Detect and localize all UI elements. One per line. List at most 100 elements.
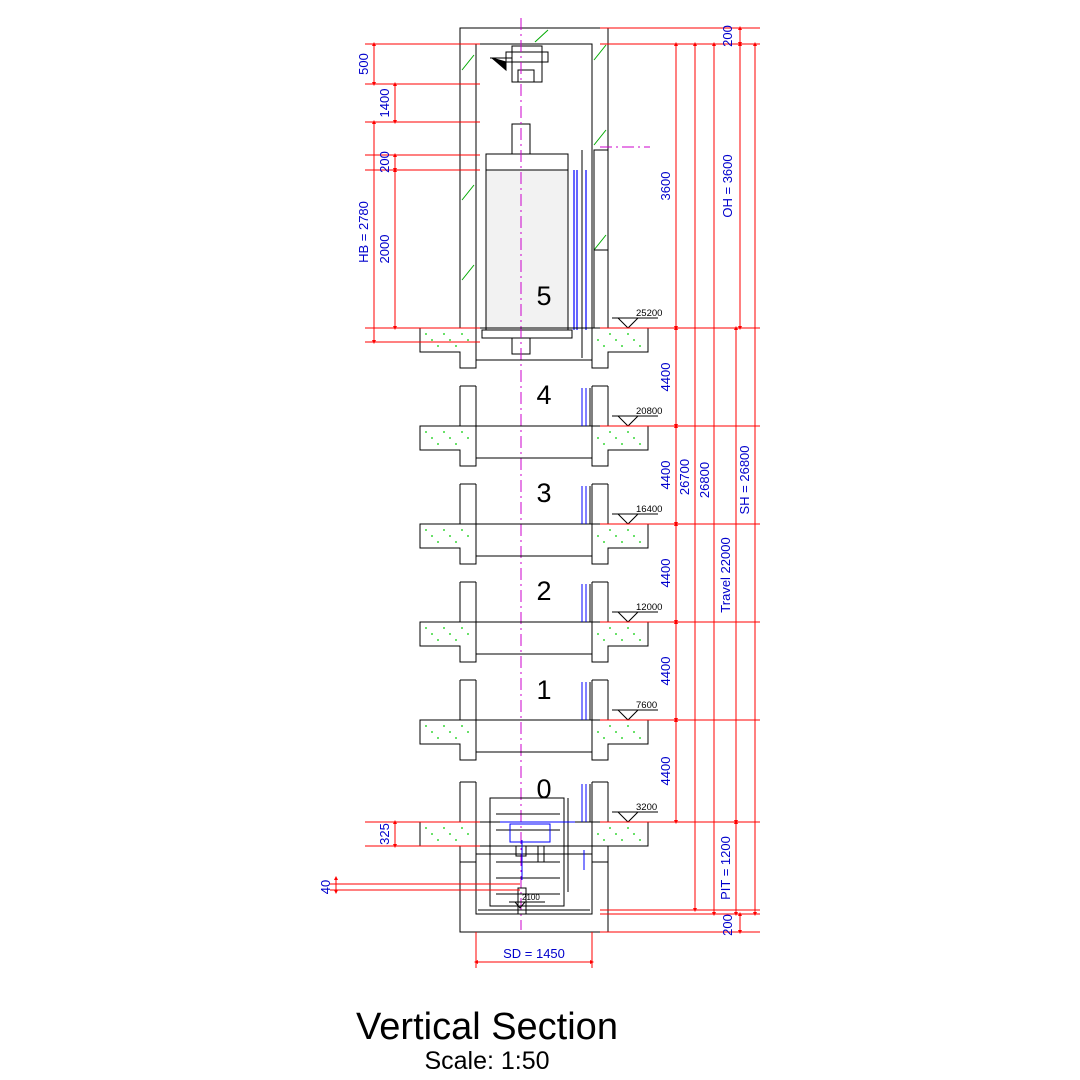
concrete-dot — [425, 725, 427, 727]
concrete-dot — [449, 535, 451, 537]
dimension-text: 500 — [356, 53, 371, 75]
concrete-dot — [627, 431, 629, 433]
floor-number: 5 — [536, 281, 551, 311]
concrete-dot — [615, 833, 617, 835]
concrete-dot — [437, 839, 439, 841]
pit-blue-lines — [500, 821, 585, 880]
concrete-dot — [597, 339, 599, 341]
concrete-dot — [633, 731, 635, 733]
slab-left — [419, 327, 477, 369]
concrete-dot — [431, 437, 433, 439]
dimension-text: 200 — [377, 151, 392, 173]
concrete-dot — [431, 633, 433, 635]
floor-slab — [419, 781, 649, 863]
dimension-text: Travel 22000 — [718, 537, 733, 612]
concrete-dot — [455, 541, 457, 543]
level-text: 2100 — [522, 893, 540, 902]
concrete-dot — [603, 639, 605, 641]
floor-slabs — [419, 327, 649, 863]
level-triangle — [513, 901, 527, 909]
elevator-car — [481, 123, 609, 358]
pit-structure — [459, 797, 609, 933]
level-triangle — [616, 513, 640, 525]
concrete-dot — [615, 437, 617, 439]
concrete-dot — [461, 827, 463, 829]
concrete-dot — [467, 833, 469, 835]
dimension-text: SH = 26800 — [737, 445, 752, 514]
concrete-dot — [431, 833, 433, 835]
dimension-text: SD = 1450 — [503, 946, 565, 961]
concrete-dot — [633, 339, 635, 341]
concrete-dot — [627, 725, 629, 727]
concrete-dot — [615, 731, 617, 733]
dimension-text: 1400 — [377, 89, 392, 118]
dimension-text: 3600 — [658, 172, 673, 201]
concrete-dot — [639, 443, 641, 445]
concrete-dot — [461, 529, 463, 531]
concrete-dot — [467, 731, 469, 733]
concrete-dot — [443, 529, 445, 531]
concrete-dot — [603, 345, 605, 347]
concrete-dot — [621, 541, 623, 543]
concrete-dot — [449, 339, 451, 341]
concrete-dot — [425, 827, 427, 829]
slab-right — [591, 821, 649, 863]
concrete-dot — [615, 535, 617, 537]
dimension-text: 4400 — [658, 461, 673, 490]
floor-slab — [419, 483, 649, 565]
dimension-text: 26800 — [697, 462, 712, 498]
concrete-dot — [443, 333, 445, 335]
dimension-text: 4400 — [658, 363, 673, 392]
dimension-text: 2000 — [377, 235, 392, 264]
concrete-dot — [627, 627, 629, 629]
concrete-dot — [615, 633, 617, 635]
concrete-dot — [443, 725, 445, 727]
level-text: 3200 — [636, 802, 657, 813]
concrete-dot — [437, 737, 439, 739]
concrete-dot — [603, 541, 605, 543]
drawing-title: Vertical Section — [356, 1006, 618, 1048]
level-text: 7600 — [636, 700, 657, 711]
concrete-dot — [425, 529, 427, 531]
concrete-dot — [443, 827, 445, 829]
floor-number: 2 — [536, 576, 551, 606]
dimension-lines — [330, 26, 760, 968]
concrete-dot — [639, 345, 641, 347]
concrete-dot — [609, 725, 611, 727]
rail-lines-car — [573, 170, 587, 330]
concrete-dot — [609, 529, 611, 531]
slab-left — [419, 621, 477, 663]
concrete-dot — [425, 627, 427, 629]
level-text: 12000 — [636, 602, 662, 613]
slab-right — [591, 327, 649, 369]
concrete-dot — [633, 833, 635, 835]
concrete-dot — [455, 737, 457, 739]
level-triangle — [616, 811, 640, 823]
dimension-text: HB = 2780 — [356, 201, 371, 263]
floor-number: 1 — [536, 675, 551, 705]
dimension-text: 325 — [377, 823, 392, 845]
level-text: 25200 — [636, 308, 662, 319]
dimension-text: 4400 — [658, 657, 673, 686]
dimension-text: 4400 — [658, 757, 673, 786]
concrete-dot — [603, 839, 605, 841]
concrete-dot — [437, 443, 439, 445]
concrete-dot — [455, 443, 457, 445]
level-text: 16400 — [636, 504, 662, 515]
level-triangle — [616, 709, 640, 721]
concrete-dot — [639, 839, 641, 841]
floor-slab — [419, 679, 649, 761]
concrete-dot — [431, 731, 433, 733]
concrete-dot — [425, 333, 427, 335]
concrete-dot — [437, 345, 439, 347]
drawing-scale: Scale: 1:50 — [424, 1047, 550, 1075]
concrete-dot — [639, 541, 641, 543]
concrete-dot — [633, 437, 635, 439]
concrete-dot — [461, 627, 463, 629]
floor-number: 4 — [536, 380, 551, 410]
concrete-dot — [597, 437, 599, 439]
concrete-dot — [431, 535, 433, 537]
concrete-dot — [455, 345, 457, 347]
